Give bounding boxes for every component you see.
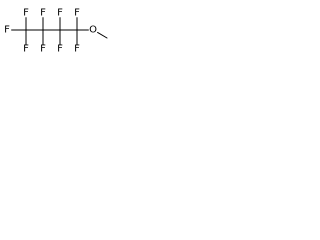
atom-label-f3: F bbox=[23, 44, 29, 55]
atom-label-f4: F bbox=[40, 8, 46, 19]
bonds-layer bbox=[11, 17, 108, 45]
atom-label-f8: F bbox=[74, 8, 80, 19]
atom-label-f2: F bbox=[23, 8, 29, 19]
atom-label-o1: O bbox=[89, 25, 97, 36]
bond-o1-methyl bbox=[97, 31, 108, 39]
atom-label-f7: F bbox=[57, 44, 63, 55]
atom-label-f6: F bbox=[57, 8, 63, 19]
atom-label-f9: F bbox=[74, 44, 80, 55]
atom-label-f1: F bbox=[4, 25, 10, 36]
atom-label-f5: F bbox=[40, 44, 46, 55]
